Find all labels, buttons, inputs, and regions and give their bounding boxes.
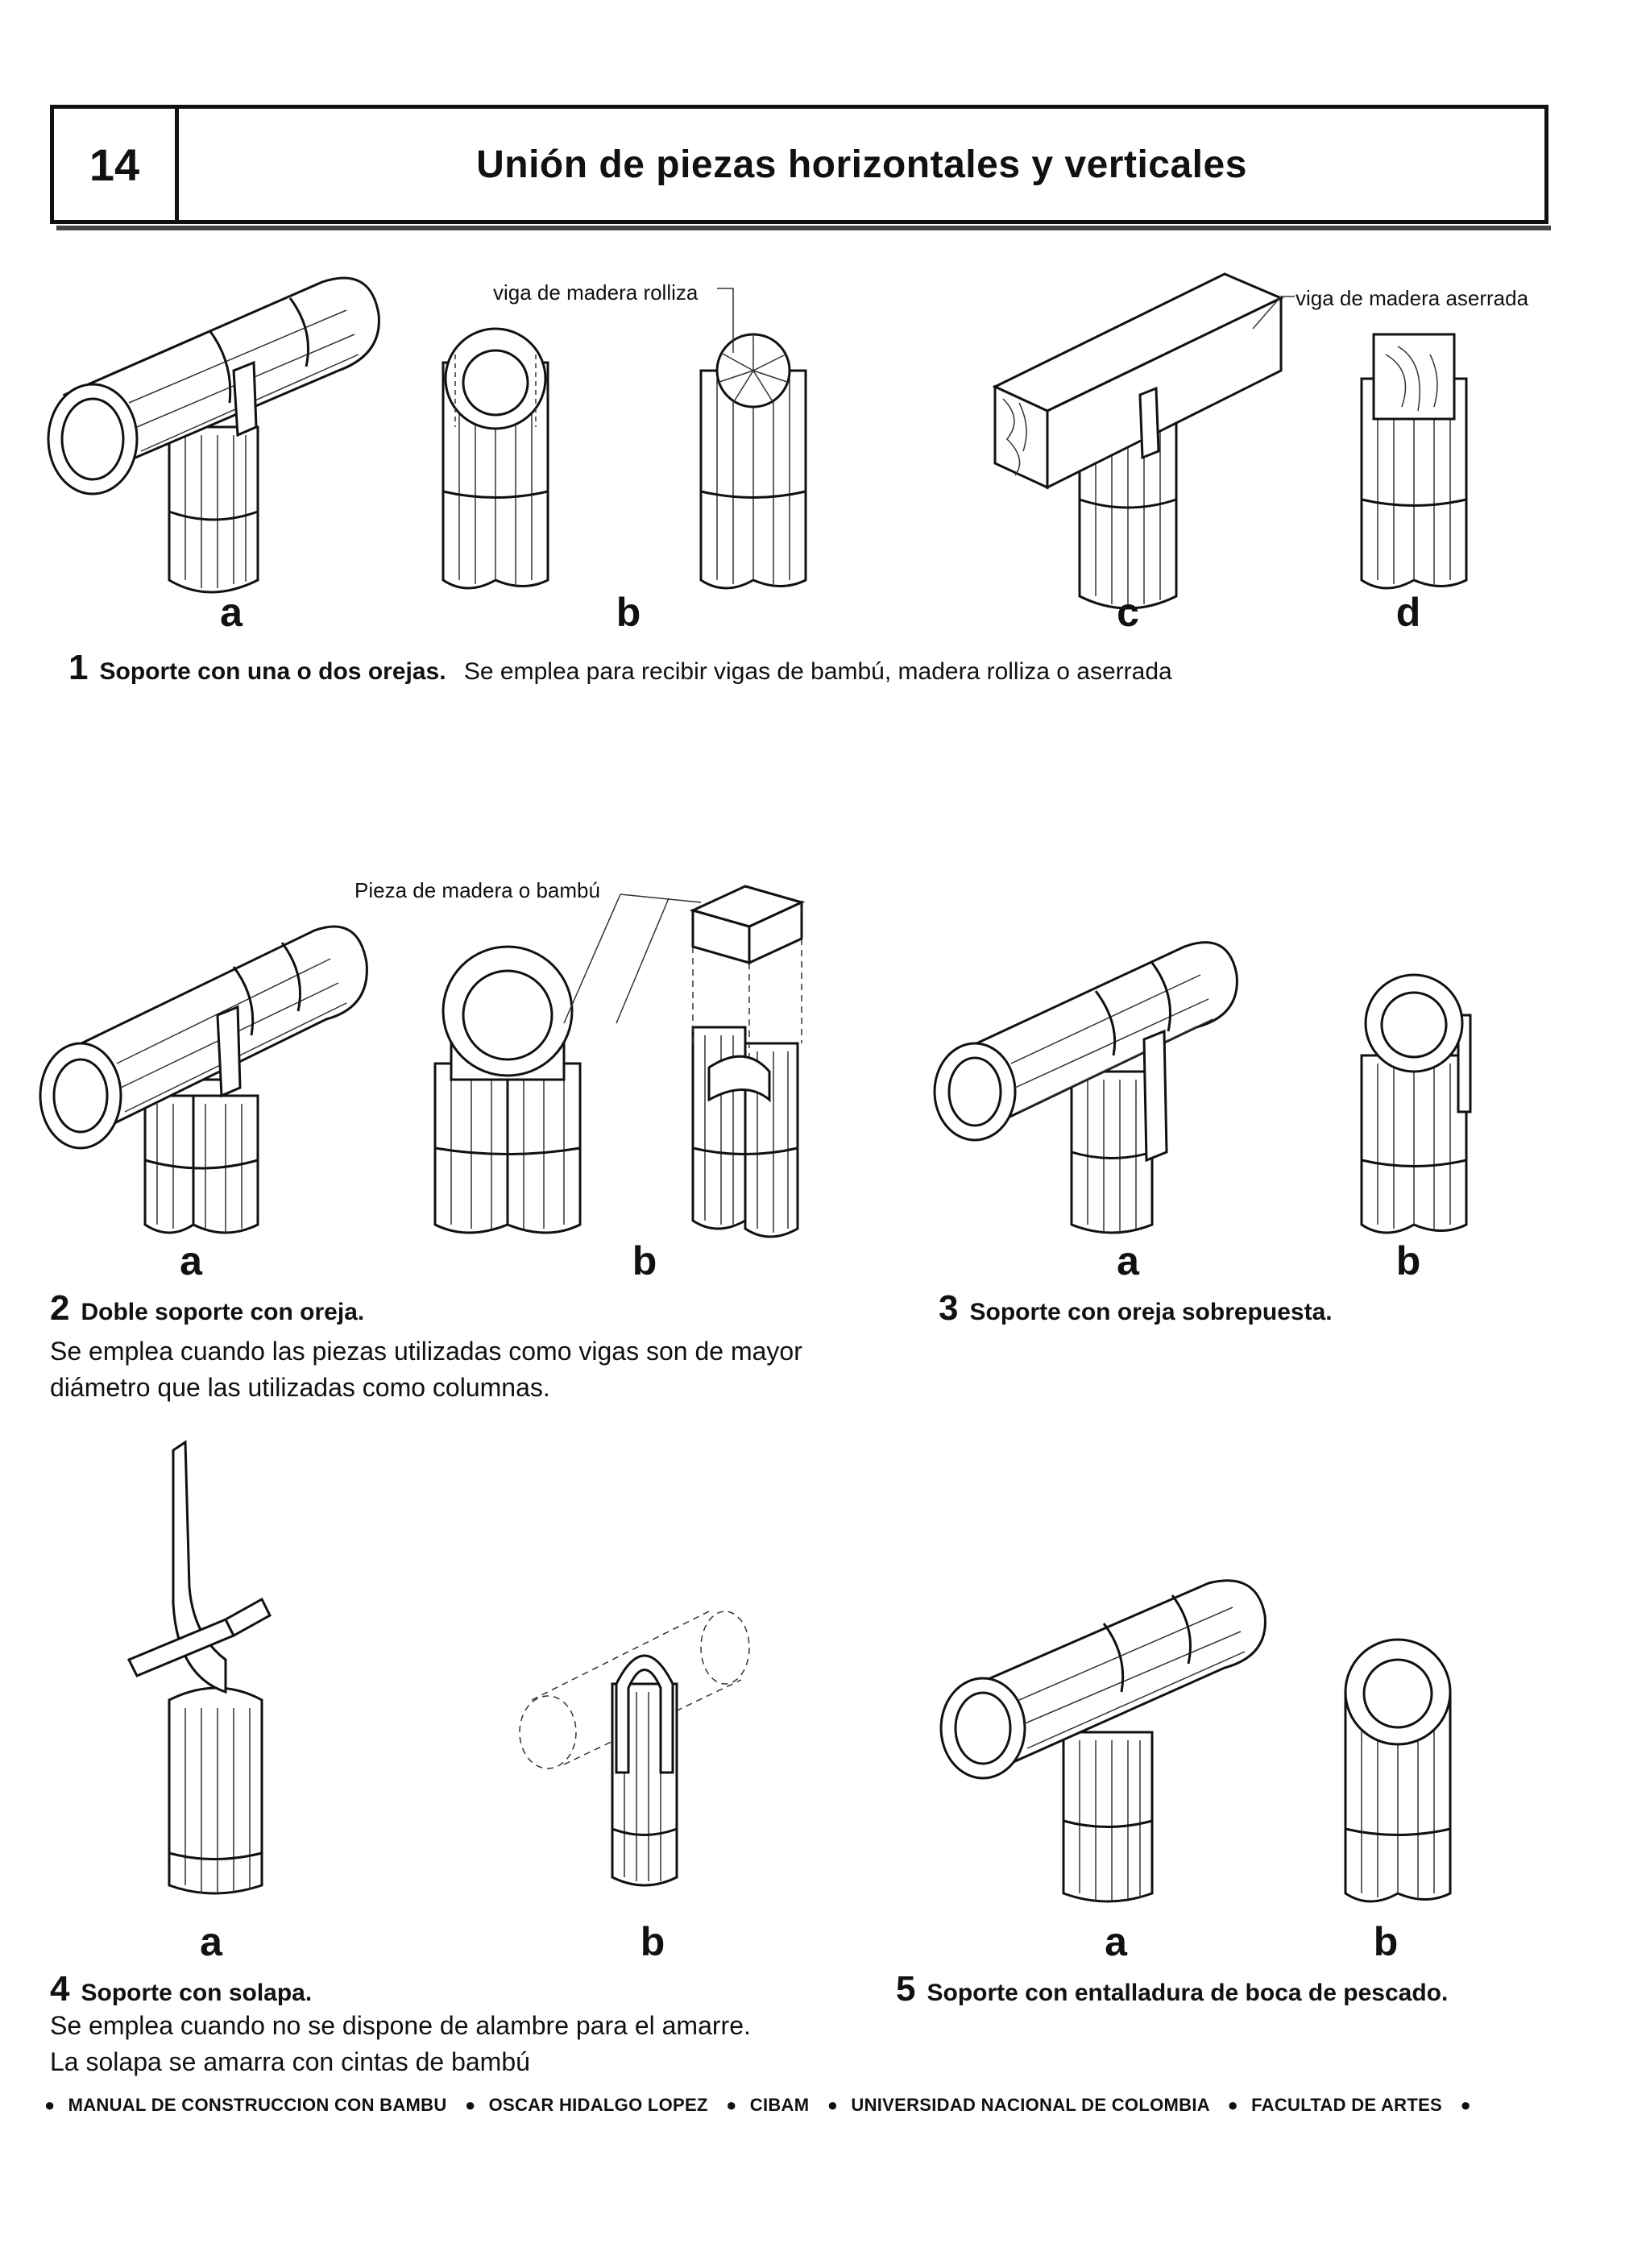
figure-2b-front bbox=[427, 943, 588, 1241]
footer-item-cibam: CIBAM bbox=[749, 2095, 810, 2115]
label-piece: Pieza de madera o bambú bbox=[354, 878, 600, 902]
caption-4-desc-line2: La solapa se amarra con cintas de bambú bbox=[50, 2046, 530, 2076]
footer-bullet: ● bbox=[44, 2095, 56, 2115]
figure-4b-letter: b bbox=[640, 1919, 665, 1964]
figure-3a bbox=[935, 918, 1257, 1241]
caption-2-description: Se emplea cuando las piezas utilizadas c… bbox=[50, 1333, 802, 1406]
footer-bullet: ● bbox=[1460, 2095, 1472, 2115]
figure-1b-round-beam bbox=[693, 322, 814, 596]
footer-bullet: ● bbox=[464, 2095, 476, 2115]
page-header: 14 Unión de piezas horizontales y vertic… bbox=[50, 105, 1548, 224]
caption-4-title: Soporte con solapa. bbox=[81, 1980, 313, 2006]
leader-sawn-beam bbox=[1253, 296, 1301, 345]
footer-bullet: ● bbox=[827, 2095, 839, 2115]
figure-1b-letter: b bbox=[616, 590, 641, 635]
leader-round-beam bbox=[717, 288, 765, 369]
label-round-beam: viga de madera rolliza bbox=[493, 280, 699, 305]
caption-2-number: 2 bbox=[50, 1288, 70, 1328]
figure-5b bbox=[1337, 1636, 1458, 1909]
figure-5a bbox=[943, 1571, 1273, 1909]
caption-1-description: Se emplea para recibir vigas de bambú, m… bbox=[463, 658, 1172, 685]
figure-3a-letter: a bbox=[1117, 1238, 1139, 1283]
figure-1a-letter: a bbox=[220, 590, 243, 635]
figure-4a bbox=[121, 1442, 330, 1901]
footer-item-author: OSCAR HIDALGO LOPEZ bbox=[488, 2095, 708, 2115]
figure-1d-letter: d bbox=[1395, 590, 1421, 635]
footer-item-faculty: FACULTAD DE ARTES bbox=[1251, 2095, 1443, 2115]
caption-2-title: Doble soporte con oreja. bbox=[81, 1299, 365, 1325]
figure-3b bbox=[1354, 975, 1474, 1241]
caption-2-desc-line2: diámetro que las utilizadas como columna… bbox=[50, 1372, 550, 1402]
footer-bullet: ● bbox=[726, 2095, 737, 2115]
caption-2-desc-line1: Se emplea cuando las piezas utilizadas c… bbox=[50, 1337, 802, 1366]
figure-2a bbox=[40, 894, 379, 1241]
caption-1-title: Soporte con una o dos orejas. bbox=[99, 658, 446, 685]
caption-2: 2 Doble soporte con oreja. bbox=[50, 1285, 364, 1331]
header-shadow bbox=[56, 226, 1551, 230]
caption-4-description: Se emplea cuando no se dispone de alambr… bbox=[50, 2008, 751, 2080]
figure-2b-side bbox=[677, 882, 822, 1245]
figure-5b-letter: b bbox=[1373, 1919, 1399, 1964]
figure-1c-letter: c bbox=[1117, 590, 1139, 635]
figure-2a-letter: a bbox=[180, 1238, 202, 1283]
figure-1a bbox=[48, 266, 387, 604]
footer-item-university: UNIVERSIDAD NACIONAL DE COLOMBIA bbox=[851, 2095, 1210, 2115]
caption-4-number: 4 bbox=[50, 1969, 70, 2009]
caption-3-title: Soporte con oreja sobrepuesta. bbox=[969, 1299, 1333, 1325]
caption-3-number: 3 bbox=[939, 1288, 959, 1328]
footer-bullet: ● bbox=[1227, 2095, 1239, 2115]
figure-1b-bamboo bbox=[435, 338, 556, 596]
figure-5a-letter: a bbox=[1105, 1919, 1127, 1964]
caption-3: 3 Soporte con oreja sobrepuesta. bbox=[939, 1285, 1333, 1331]
figure-4a-letter: a bbox=[200, 1919, 222, 1964]
caption-1-number: 1 bbox=[68, 648, 89, 687]
figure-1d bbox=[1354, 330, 1474, 596]
leader-piece bbox=[556, 886, 733, 1031]
footer-item-manual: MANUAL DE CONSTRUCCION CON BAMBU bbox=[68, 2095, 447, 2115]
figure-2b-letter: b bbox=[632, 1238, 657, 1283]
caption-4: 4 Soporte con solapa. bbox=[50, 1966, 312, 2012]
caption-5-title: Soporte con entalladura de boca de pesca… bbox=[927, 1980, 1449, 2006]
page-footer: ● MANUAL DE CONSTRUCCION CON BAMBU ● OSCAR… bbox=[44, 2095, 1559, 2116]
caption-5-number: 5 bbox=[896, 1969, 916, 2009]
figure-4b bbox=[508, 1611, 781, 1909]
label-sawn-beam: viga de madera aserrada bbox=[1296, 286, 1529, 310]
page-title: Unión de piezas horizontales y verticale… bbox=[476, 143, 1247, 186]
caption-4-desc-line1: Se emplea cuando no se dispone de alambr… bbox=[50, 2011, 751, 2040]
page-number: 14 bbox=[54, 109, 179, 220]
figure-1c bbox=[983, 266, 1329, 620]
figure-3b-letter: b bbox=[1395, 1238, 1421, 1283]
caption-5: 5 Soporte con entalladura de boca de pesc… bbox=[896, 1966, 1448, 2012]
caption-1: 1 Soporte con una o dos orejas. Se emplea… bbox=[68, 645, 1172, 690]
